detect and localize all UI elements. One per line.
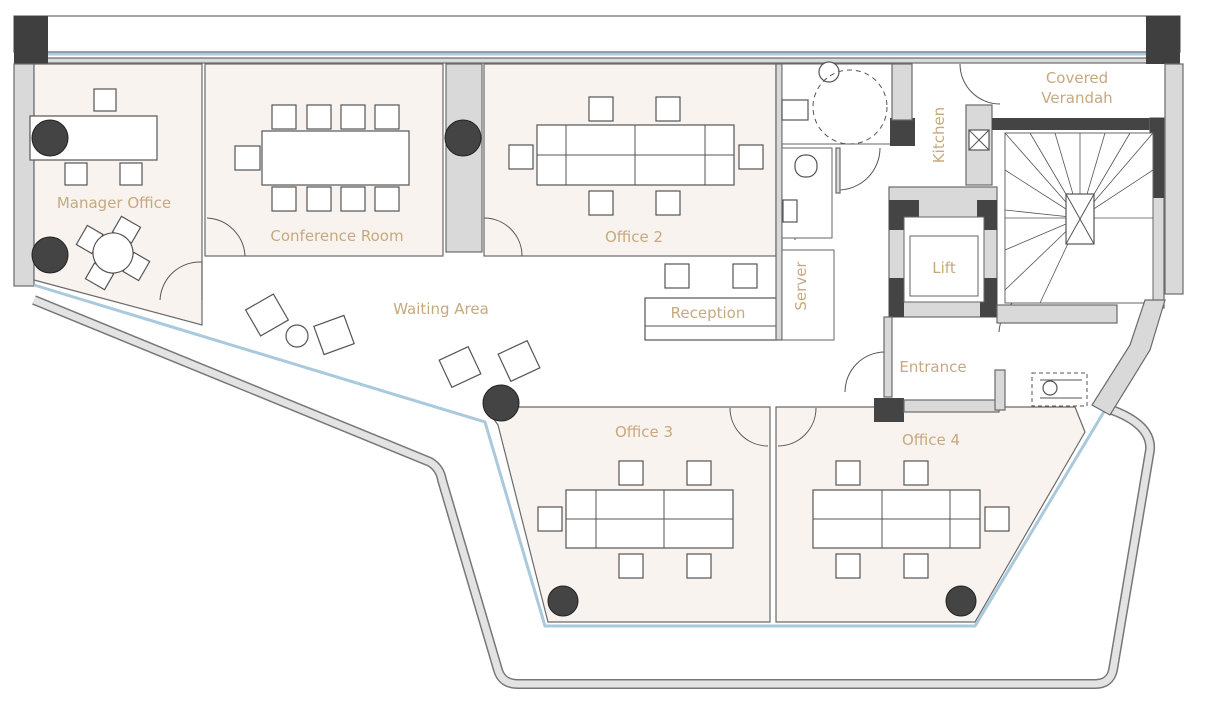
- round-table: [75, 215, 151, 291]
- label-entrance: Entrance: [899, 358, 966, 376]
- column: [547, 585, 579, 617]
- conference-table: [234, 104, 410, 212]
- column: [31, 236, 69, 274]
- column: [945, 585, 977, 617]
- lift-shaft: [888, 186, 998, 318]
- label-waiting-area: Waiting Area: [393, 300, 489, 318]
- label-lift: Lift: [932, 259, 956, 277]
- reception-desk: [644, 263, 778, 341]
- column: [482, 384, 520, 422]
- label-office-3: Office 3: [615, 423, 673, 441]
- label-covered-verandah-1: Covered: [1046, 69, 1108, 87]
- manager-desk: [29, 88, 158, 186]
- waiting-chairs: [244, 293, 541, 389]
- corner-column-right: [1146, 16, 1180, 64]
- partition-column: [445, 63, 483, 253]
- glass-facade: [33, 283, 1107, 628]
- label-covered-verandah-2: Verandah: [1041, 89, 1112, 107]
- corner-column-left: [14, 16, 48, 64]
- label-kitchen: Kitchen: [930, 107, 948, 163]
- office-3-desks: [537, 460, 734, 579]
- label-manager-office: Manager Office: [57, 194, 171, 212]
- label-reception: Reception: [671, 304, 746, 322]
- terrace-outline: [32, 295, 1156, 689]
- label-office-4: Office 4: [902, 431, 960, 449]
- top-balcony: [13, 15, 1181, 53]
- left-wall: [13, 63, 35, 287]
- east-walls: [874, 63, 1184, 422]
- staircase: [992, 117, 1165, 324]
- label-conference-room: Conference Room: [270, 227, 403, 245]
- office-2-desks: [508, 96, 764, 216]
- column: [444, 119, 482, 157]
- service-block: [775, 61, 993, 341]
- top-wall: [33, 57, 1151, 64]
- label-server: Server: [792, 261, 810, 311]
- office-4-desks: [812, 460, 1010, 579]
- label-office-2: Office 2: [605, 228, 663, 246]
